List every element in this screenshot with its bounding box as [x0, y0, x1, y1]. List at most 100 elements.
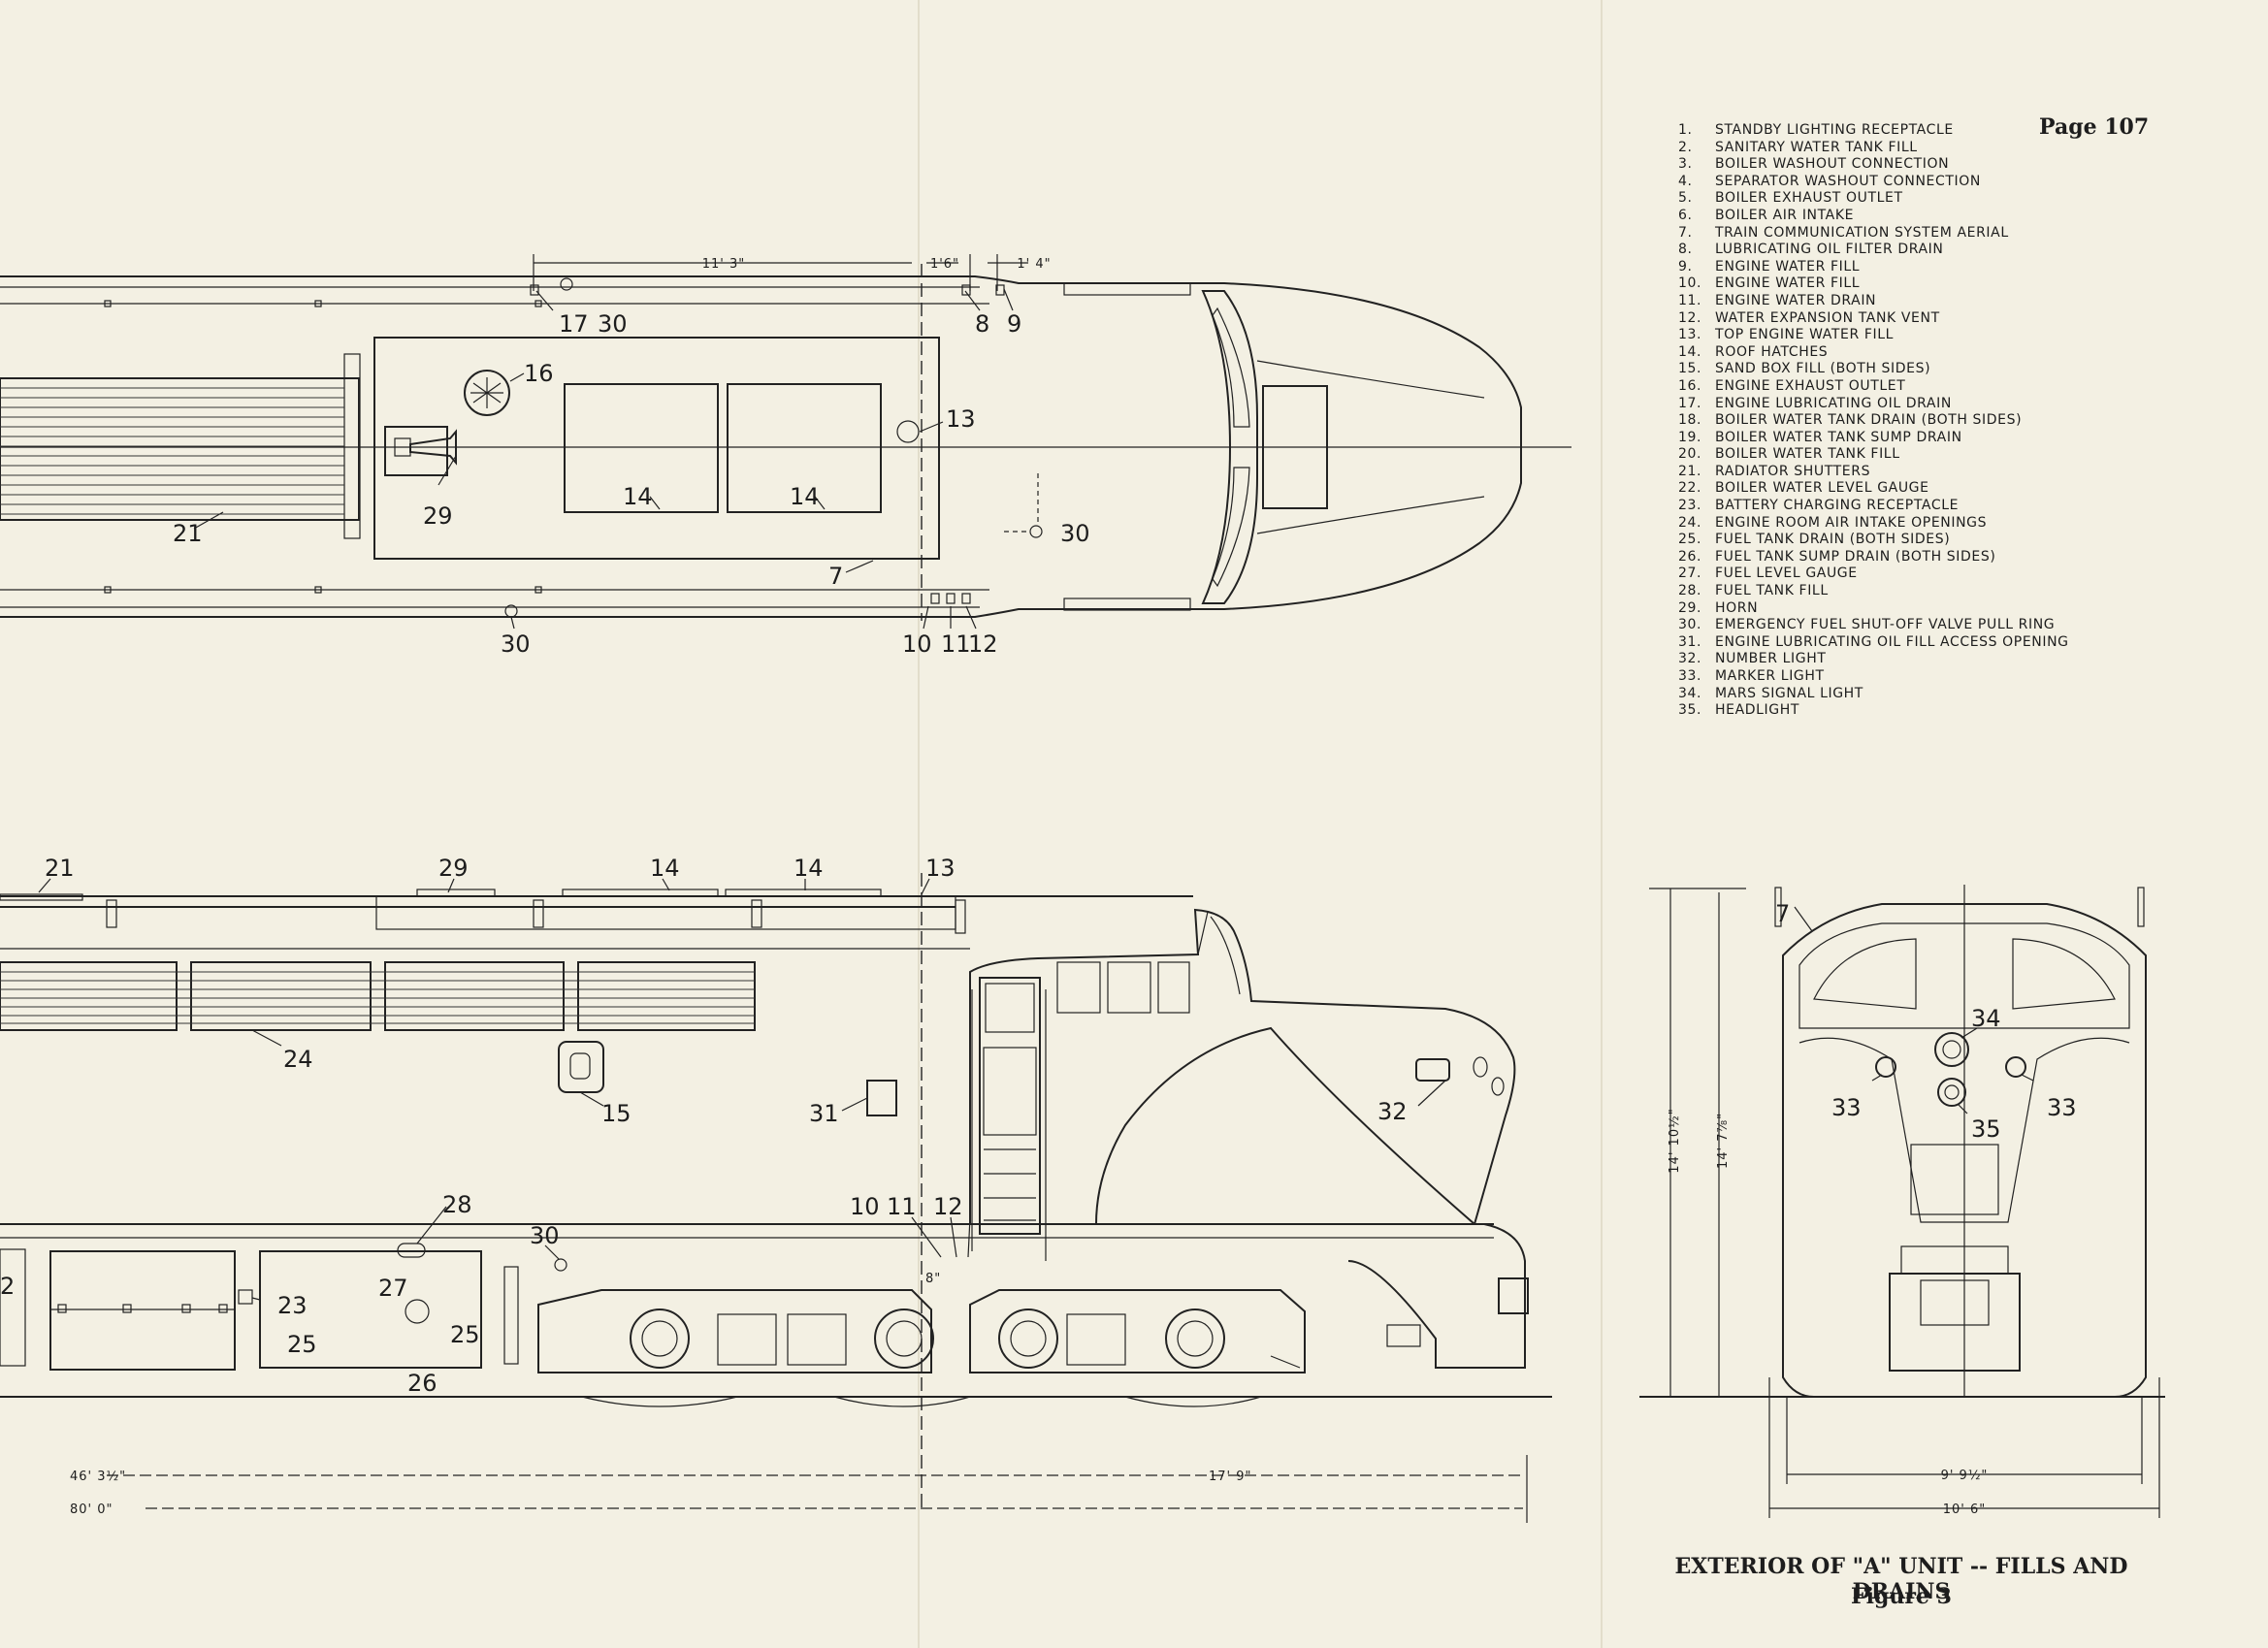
- sand-box-cap: [569, 1052, 591, 1080]
- legend-number: 19.: [1678, 429, 1702, 445]
- legend-text: SAND BOX FILL (BOTH SIDES): [1715, 361, 1931, 377]
- legend-item: 16.ENGINE EXHAUST OUTLET: [1678, 378, 2069, 396]
- dim-label: 1' 4": [1017, 257, 1051, 272]
- legend-number: 9.: [1678, 258, 1693, 275]
- legend-number: 20.: [1678, 446, 1702, 463]
- figure-number: Figure 3: [1851, 1584, 1952, 1609]
- legend-text: EMERGENCY FUEL SHUT-OFF VALVE PULL RING: [1715, 617, 2056, 633]
- legend-number: 15.: [1678, 361, 1702, 377]
- callout-11: 11: [941, 630, 971, 658]
- fitting: [946, 593, 956, 604]
- legend-number: 28.: [1678, 583, 1702, 599]
- legend-text: ENGINE ROOM AIR INTAKE OPENINGS: [1715, 514, 1988, 531]
- cab-roof-window: [1197, 911, 1241, 995]
- legend-item: 22.BOILER WATER LEVEL GAUGE: [1678, 480, 2069, 498]
- water-fill-cap: [896, 420, 920, 443]
- oil-fill-access: [866, 1080, 897, 1116]
- callout-14: 14: [790, 483, 820, 510]
- legend-text: LUBRICATING OIL FILTER DRAIN: [1715, 242, 1944, 258]
- callout-25: 25: [450, 1321, 480, 1348]
- legend-text: NUMBER LIGHT: [1715, 651, 1827, 667]
- legend-item: 11.ENGINE WATER DRAIN: [1678, 293, 2069, 310]
- air-intake-grilles: [0, 961, 756, 1031]
- legend-item: 2.SANITARY WATER TANK FILL: [1678, 140, 2069, 157]
- legend-item: 18.BOILER WATER TANK DRAIN (BOTH SIDES): [1678, 412, 2069, 430]
- legend-item: 32.NUMBER LIGHT: [1678, 651, 2069, 668]
- horn-side: [416, 889, 496, 897]
- legend-number: 4.: [1678, 173, 1693, 189]
- legend-text: BOILER EXHAUST OUTLET: [1715, 190, 1903, 207]
- fitting: [560, 277, 573, 291]
- legend-text: HEADLIGHT: [1715, 702, 1799, 719]
- cab-door-window: [985, 983, 1035, 1033]
- top-body-outline: [0, 275, 1522, 618]
- callout-21: 21: [45, 855, 75, 882]
- fitting: [530, 284, 539, 296]
- cab-window: [1157, 961, 1190, 1014]
- fuel-fill: [397, 1243, 426, 1258]
- legend-item: 25.FUEL TANK DRAIN (BOTH SIDES): [1678, 532, 2069, 549]
- legend-text: FUEL TANK DRAIN (BOTH SIDES): [1715, 532, 1951, 548]
- callout-32: 32: [1377, 1098, 1408, 1125]
- legend-item: 24.ENGINE ROOM AIR INTAKE OPENINGS: [1678, 515, 2069, 533]
- headlight-lens: [1944, 1084, 1960, 1100]
- legend-item: 34.MARS SIGNAL LIGHT: [1678, 686, 2069, 703]
- dim-label: 14' 7⅞": [1716, 1113, 1731, 1169]
- legend-text: BOILER WASHOUT CONNECTION: [1715, 156, 1950, 173]
- exhaust-outlet: [464, 370, 510, 416]
- coupler: [1498, 1277, 1529, 1314]
- legend-text: BOILER WATER TANK FILL: [1715, 446, 1900, 463]
- legend-number: 23.: [1678, 498, 1702, 514]
- legend-number: 14.: [1678, 343, 1702, 360]
- legend-text: ENGINE WATER DRAIN: [1715, 292, 1877, 308]
- legend-text: ROOF HATCHES: [1715, 343, 1829, 360]
- roof-raised-panel: [375, 895, 956, 930]
- legend-number: 22.: [1678, 480, 1702, 497]
- roof-post: [955, 899, 966, 934]
- legend-item: 20. BOILER WATER TANK FILL: [1678, 446, 2069, 464]
- front-cab: [1798, 922, 2130, 1029]
- dim-label: 14' 10½": [1668, 1108, 1682, 1173]
- mars-signal-lens: [1942, 1040, 1961, 1059]
- dim-label: 8": [925, 1272, 941, 1286]
- shut-off-rod: [503, 1266, 519, 1365]
- legend-item: 10.ENGINE WATER FILL: [1678, 275, 2069, 293]
- truck-rear: [537, 1289, 971, 1407]
- latch: [122, 1304, 132, 1313]
- battery-box: [49, 1250, 236, 1371]
- legend-text: BOILER WATER TANK SUMP DRAIN: [1715, 429, 1962, 445]
- legend-text: STANDBY LIGHTING RECEPTACLE: [1715, 122, 1954, 138]
- legend-number: 3.: [1678, 156, 1693, 173]
- rail-post: [535, 586, 542, 594]
- rail-post: [535, 300, 542, 307]
- callout-27: 27: [378, 1275, 408, 1302]
- legend-text: BOILER WATER TANK DRAIN (BOTH SIDES): [1715, 412, 2023, 429]
- front-view: 14' 10½" 14' 7⅞" 9' 9½" 10' 6" 7 34 33 3…: [1639, 885, 2165, 1518]
- legend-number: 10.: [1678, 275, 1702, 292]
- callout-12: 12: [968, 630, 998, 658]
- marker-light-right: [2005, 1056, 2026, 1078]
- legend-number: 5.: [1678, 190, 1693, 207]
- legend-item: 30.EMERGENCY FUEL SHUT-OFF VALVE PULL RI…: [1678, 617, 2069, 634]
- legend-text: ENGINE WATER FILL: [1715, 258, 1861, 275]
- callout-2: 2: [0, 1273, 15, 1300]
- pull-ring: [554, 1258, 567, 1272]
- legend-item: 17.ENGINE LUBRICATING OIL DRAIN: [1678, 396, 2069, 413]
- front-nose-contour: [1798, 1037, 2130, 1223]
- nose-hatch: [1262, 385, 1328, 509]
- roof-hatch-side: [562, 889, 719, 897]
- callout-24: 24: [283, 1046, 313, 1073]
- roof-post: [106, 899, 117, 928]
- legend-item: 31.ENGINE LUBRICATING OIL FILL ACCESS OP…: [1678, 634, 2069, 652]
- rail-post: [104, 586, 112, 594]
- callout-15: 15: [601, 1100, 632, 1127]
- callout-11: 11: [887, 1193, 917, 1220]
- dim-label: 1'6": [930, 257, 959, 272]
- dim-label: 46' 3½": [70, 1470, 126, 1484]
- top-view: 11' 3" 1'6" 1' 4": [0, 254, 1571, 658]
- dim-label: 17' 9": [1209, 1470, 1252, 1484]
- callout-21: 21: [173, 520, 203, 547]
- legend-number: 1.: [1678, 122, 1693, 138]
- legend-number: 27.: [1678, 565, 1702, 582]
